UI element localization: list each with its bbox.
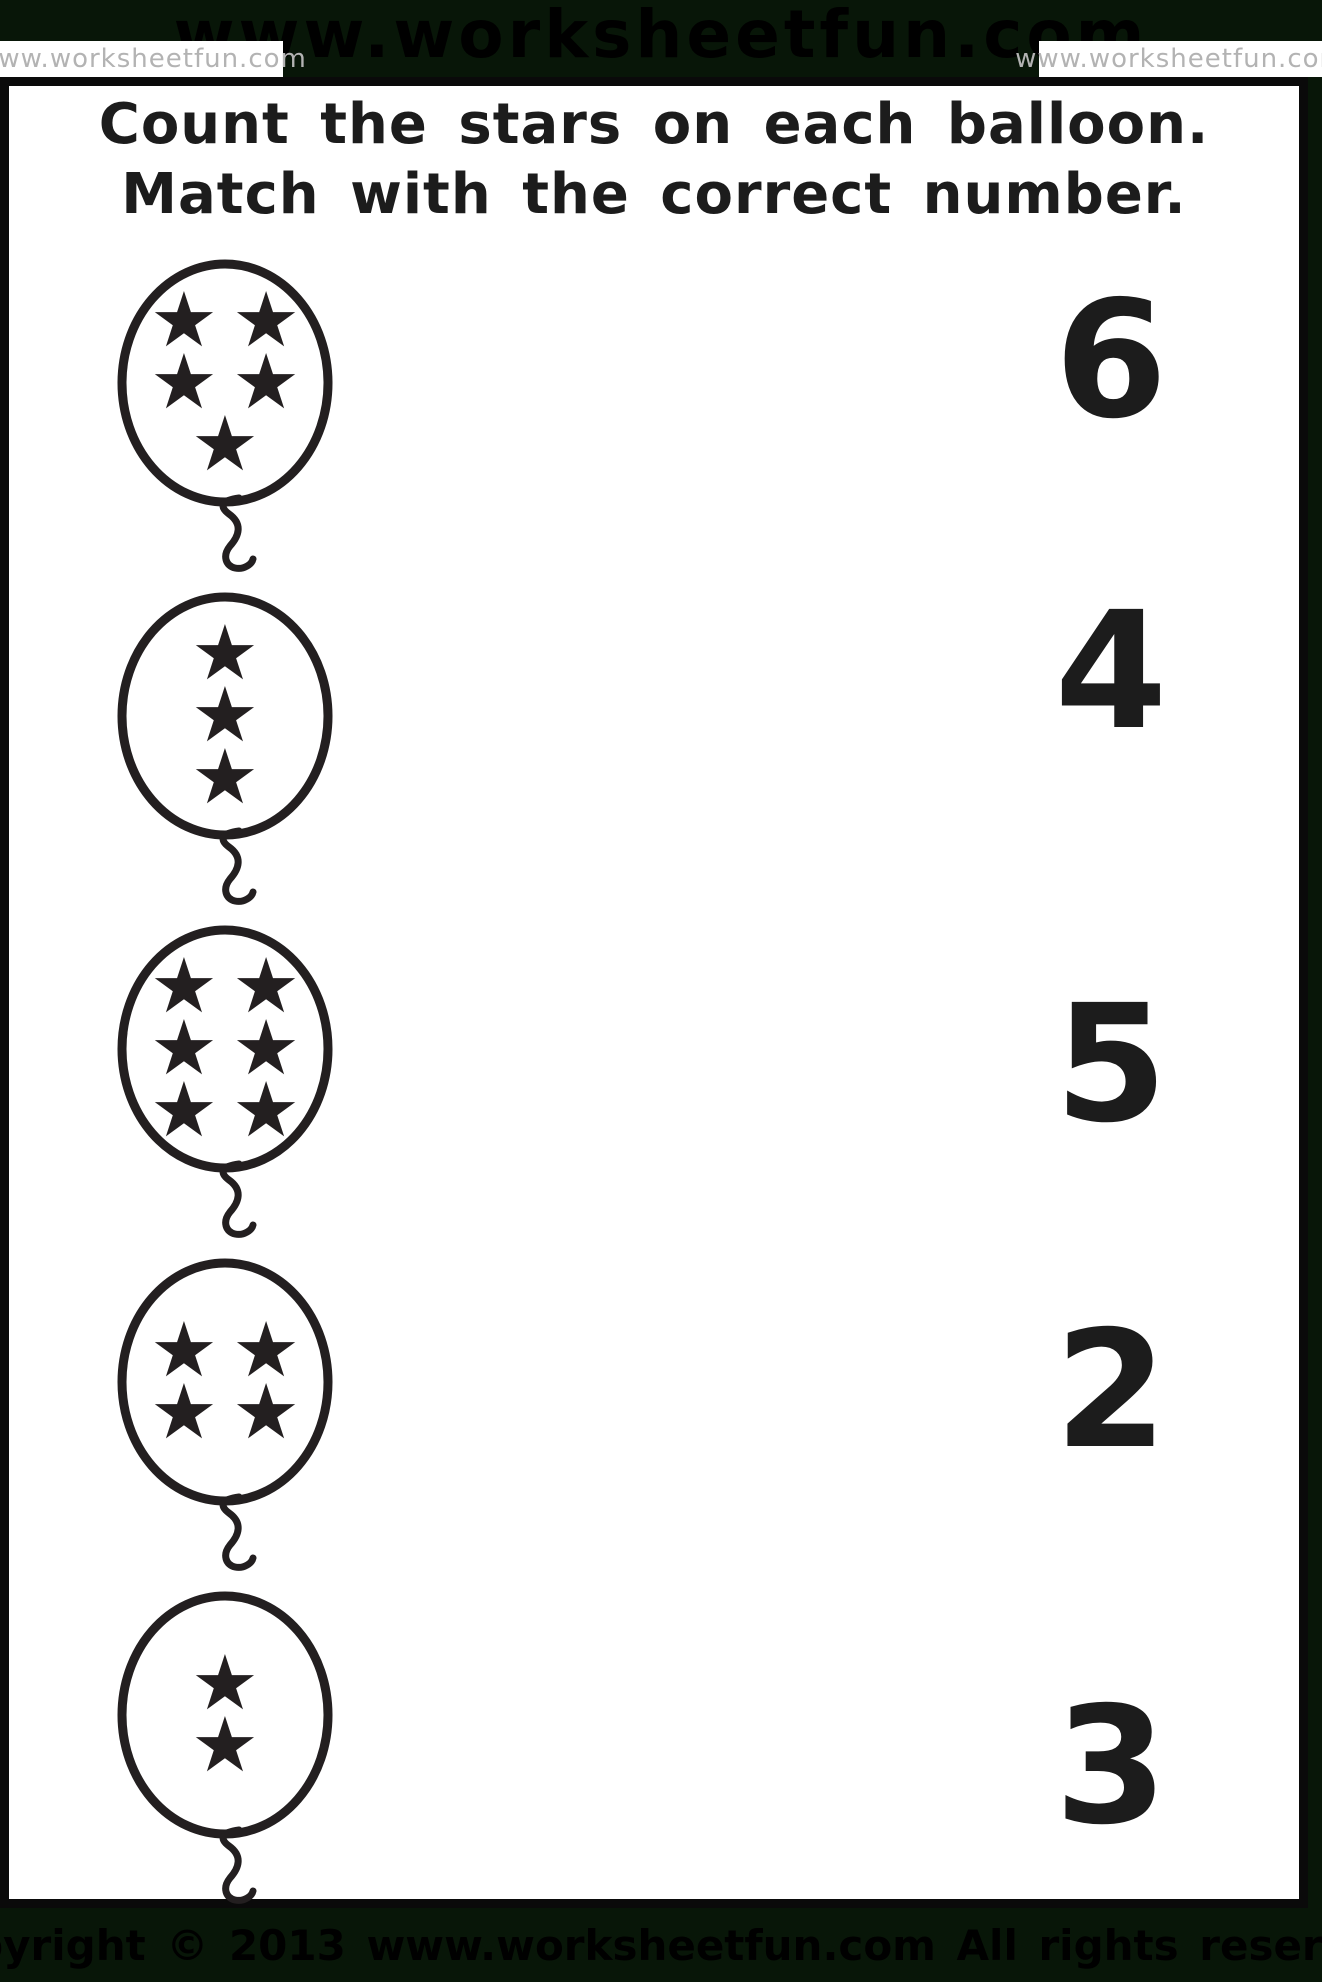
star-icon: ★ <box>190 1638 260 1727</box>
star-icon: ★ <box>190 608 260 697</box>
balloon-outline <box>117 259 333 572</box>
balloon-outline <box>117 1258 333 1571</box>
star-row: ★★ <box>149 1305 301 1394</box>
watermark-center: www.worksheetfun.com <box>173 0 1149 73</box>
worksheet-instructions: Count the stars on each balloon. Match w… <box>9 90 1299 230</box>
balloon-2-stars: ★★ <box>105 1587 345 1922</box>
balloon-outline <box>117 592 333 905</box>
balloon-5-stars: ★★★★★ <box>105 255 345 590</box>
star-group: ★★★★★ <box>121 263 329 501</box>
instruction-line-1: Count the stars on each balloon. <box>98 92 1210 157</box>
star-icon: ★ <box>232 275 301 364</box>
worksheet-page: Count the stars on each balloon. Match w… <box>0 77 1308 1908</box>
copyright-text: Copyright © 2013 www.worksheetfun.com Al… <box>0 1920 1322 1970</box>
footer-band: Copyright © 2013 www.worksheetfun.com Al… <box>0 1908 1322 1982</box>
star-row: ★ <box>190 399 260 488</box>
balloon-outline <box>117 925 333 1238</box>
star-icon: ★ <box>232 1065 301 1154</box>
watermark-box-left: www.worksheetfun.com <box>0 41 306 77</box>
match-number-5: 5 <box>1054 971 1168 1159</box>
star-icon: ★ <box>149 941 218 1030</box>
star-row: ★★ <box>149 337 301 426</box>
match-number-3: 3 <box>1054 1673 1168 1861</box>
balloon-6-stars: ★★★★★★ <box>105 921 345 1256</box>
star-group: ★★★ <box>121 596 329 834</box>
star-row: ★ <box>190 1700 260 1789</box>
star-icon: ★ <box>149 275 218 364</box>
star-icon: ★ <box>232 1003 301 1092</box>
watermark-box-right: www.worksheetfun.com <box>1015 41 1322 77</box>
match-number-6: 6 <box>1054 267 1168 455</box>
star-icon: ★ <box>232 1305 301 1394</box>
star-row: ★★ <box>149 1367 301 1456</box>
star-row: ★★ <box>149 1065 301 1154</box>
star-row: ★★ <box>149 1003 301 1092</box>
star-group: ★★★★★★ <box>121 929 329 1167</box>
star-icon: ★ <box>190 1700 260 1789</box>
star-icon: ★ <box>149 1003 218 1092</box>
star-row: ★★ <box>149 275 301 364</box>
star-icon: ★ <box>190 670 260 759</box>
star-icon: ★ <box>232 337 301 426</box>
balloon-string <box>219 1826 257 1904</box>
star-icon: ★ <box>190 732 260 821</box>
balloon-outline <box>117 1591 333 1904</box>
star-row: ★★ <box>149 941 301 1030</box>
instruction-line-2: Match with the correct number. <box>121 162 1187 227</box>
star-row: ★ <box>190 732 260 821</box>
star-row: ★ <box>190 1638 260 1727</box>
star-icon: ★ <box>149 1065 218 1154</box>
star-icon: ★ <box>149 1305 218 1394</box>
top-watermark-band: www.worksheetfun.com www.worksheetfun.co… <box>0 0 1322 77</box>
match-number-4: 4 <box>1054 578 1168 766</box>
star-row: ★ <box>190 670 260 759</box>
star-icon: ★ <box>190 399 260 488</box>
balloon-string <box>219 494 257 572</box>
balloon-string <box>219 827 257 905</box>
balloon-3-stars: ★★★ <box>105 588 345 923</box>
star-group: ★★★★ <box>121 1262 329 1500</box>
star-icon: ★ <box>149 1367 218 1456</box>
balloon-string <box>219 1160 257 1238</box>
balloon-string <box>219 1493 257 1571</box>
star-icon: ★ <box>149 337 218 426</box>
balloon-4-stars: ★★★★ <box>105 1254 345 1589</box>
star-row: ★ <box>190 608 260 697</box>
star-group: ★★ <box>121 1595 329 1833</box>
star-icon: ★ <box>232 1367 301 1456</box>
match-number-2: 2 <box>1054 1297 1168 1485</box>
star-icon: ★ <box>232 941 301 1030</box>
